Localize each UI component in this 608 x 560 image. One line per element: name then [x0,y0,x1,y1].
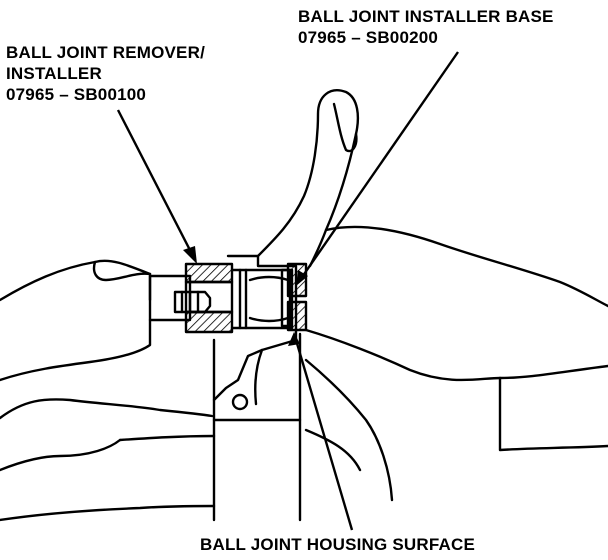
label-remover-line1: BALL JOINT REMOVER/ [6,43,206,62]
leader-base [299,51,459,281]
thumbnail [332,102,358,153]
label-housing-line1: BALL JOINT HOUSING SURFACE [200,535,476,554]
label-housing-surface: BALL JOINT HOUSING SURFACE [200,534,475,555]
right-hand-back [324,225,608,308]
label-base-part-number: 07965 – SB00200 [298,28,439,47]
label-base-line1: BALL JOINT INSTALLER BASE [298,7,554,26]
label-remover-installer: BALL JOINT REMOVER/ INSTALLER 07965 – SB… [6,42,205,105]
label-installer-base: BALL JOINT INSTALLER BASE 07965 – SB0020… [298,6,554,48]
leader-remover [116,109,195,257]
arrowhead-housing [288,332,300,346]
thumb [256,89,360,268]
right-hand-finger [304,358,394,502]
left-hand-finger [92,260,152,282]
ball-joint-body [230,268,294,330]
left-hand-lower [0,438,122,472]
remover-collar-bottom [184,310,234,334]
left-hand-knuckle [0,398,214,420]
label-remover-line2: INSTALLER [6,64,102,83]
arrowhead-base [296,270,308,286]
right-hand-lower [304,328,608,382]
remover-collar-top [184,262,234,284]
label-remover-part-number: 07965 – SB00100 [6,85,147,104]
knuckle-bolt-hole [231,393,249,411]
arrowhead-remover [183,246,197,264]
knuckle-column [212,418,302,522]
remover-shaft [148,274,192,322]
remover-threaded-tip [173,290,212,314]
leader-housing [294,339,354,531]
left-hand [0,259,152,382]
